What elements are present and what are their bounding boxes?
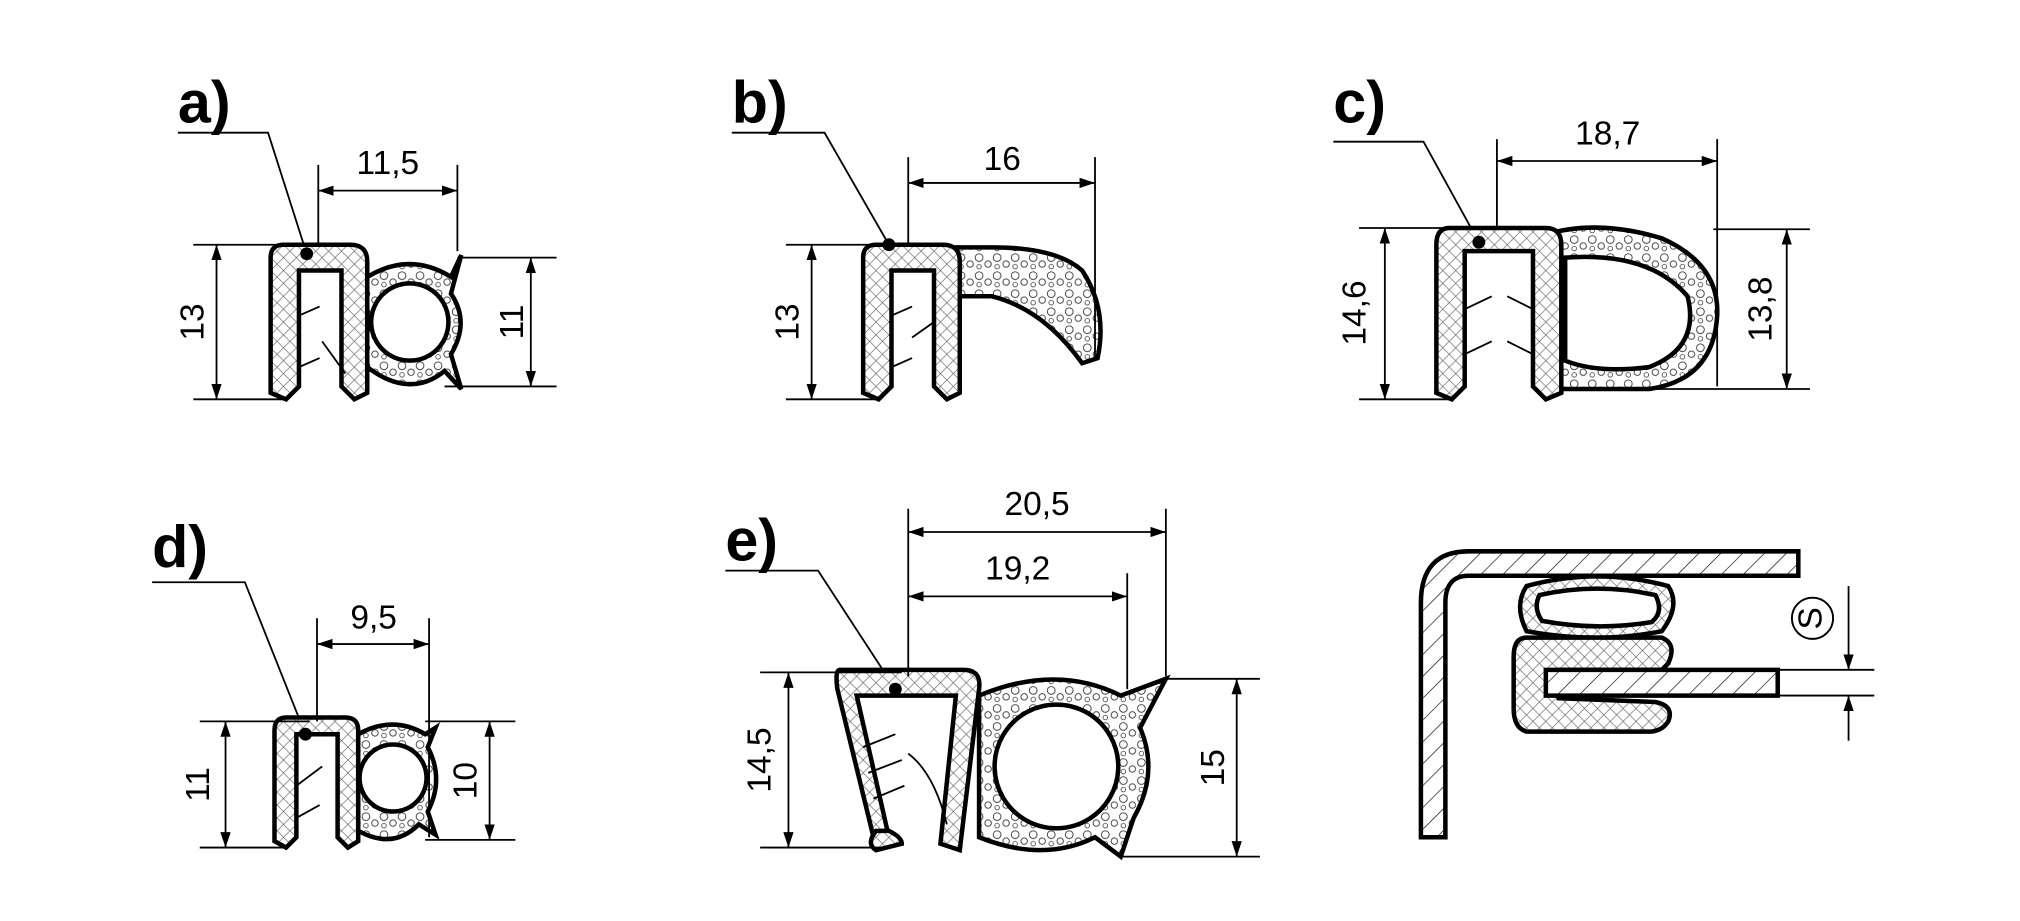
dimension-height-left-text: 13 bbox=[175, 303, 212, 340]
dimension-height-left-text: 11 bbox=[180, 767, 217, 802]
profile-d: d) 9,5 11 10 bbox=[152, 513, 516, 851]
clip-body bbox=[1434, 225, 1564, 402]
profile-label-e: e) bbox=[725, 506, 778, 573]
profile-label-d: d) bbox=[152, 513, 208, 580]
panel-edge bbox=[1543, 667, 1780, 698]
dimension-height-left-text: 14,5 bbox=[741, 727, 778, 792]
profile-label-c: c) bbox=[1333, 68, 1386, 135]
bulb bbox=[355, 722, 441, 842]
installation-view: S bbox=[1418, 549, 1875, 840]
profile-label-b: b) bbox=[732, 68, 788, 135]
clip-body bbox=[272, 715, 361, 851]
dimension-height-left-text: 14,6 bbox=[1337, 280, 1374, 345]
dimension-height-right-text: 13,8 bbox=[1742, 277, 1779, 342]
clip-body bbox=[860, 242, 963, 403]
dimension-height-right-text: 11 bbox=[494, 305, 531, 340]
profile-e: e) 20,5 19,2 14,5 15 bbox=[725, 486, 1260, 861]
thickness-symbol-circle bbox=[1790, 596, 1835, 640]
dimension-width-text: 11,5 bbox=[356, 145, 419, 182]
profile-b: b) 16 13 bbox=[732, 68, 1103, 403]
dimension-height-right-text: 10 bbox=[448, 762, 485, 799]
dimension-width-text: 16 bbox=[984, 141, 1021, 178]
bulb bbox=[976, 674, 1171, 861]
dimension-height-left-text: 13 bbox=[770, 303, 807, 340]
bracket bbox=[1418, 549, 1801, 840]
hook-lip bbox=[943, 245, 1103, 366]
clip-body bbox=[268, 242, 370, 403]
bulb bbox=[1543, 225, 1720, 392]
dimension-width-text: 9,5 bbox=[350, 600, 397, 637]
dimension-height-right-text: 15 bbox=[1195, 749, 1232, 786]
profile-label-a: a) bbox=[178, 68, 231, 135]
dimension-width-text: 18,7 bbox=[1575, 115, 1640, 152]
clip-body bbox=[834, 667, 982, 854]
marker-dot bbox=[300, 247, 314, 261]
leader-line bbox=[177, 131, 308, 255]
profile-a: a) 11,5 13 11 bbox=[175, 68, 557, 403]
profile-c: c) 18,7 14,6 13,8 bbox=[1333, 68, 1810, 402]
thickness-symbol-text: S bbox=[1793, 607, 1830, 629]
dimension-width-outer-text: 20,5 bbox=[1004, 486, 1069, 523]
dimension-width-inner-text: 19,2 bbox=[985, 551, 1050, 588]
bulb bbox=[364, 254, 464, 391]
seal-clip bbox=[1511, 635, 1674, 734]
